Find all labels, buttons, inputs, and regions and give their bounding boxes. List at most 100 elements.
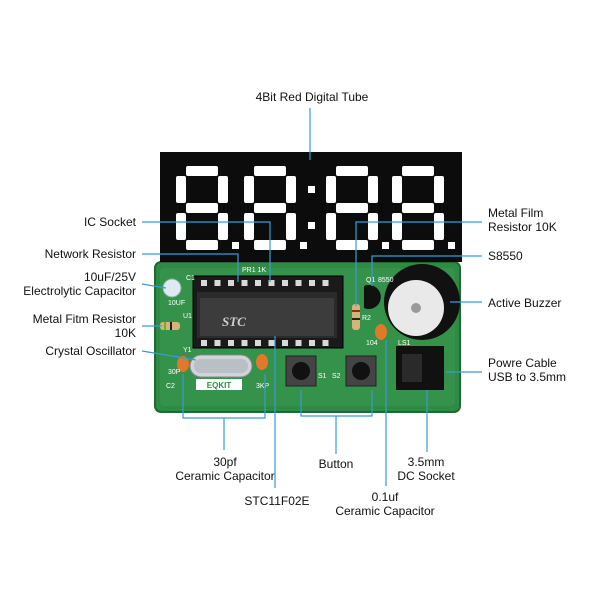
digit-4-segment [434,176,444,203]
label-mcu: STC11F02E [244,494,310,508]
ic-socket-pin [282,340,288,346]
label-metal-film: Metal Film Resistor 10K [488,206,557,234]
silk-30p: 30P [168,369,181,376]
digit-2-segment [286,213,296,240]
ic-socket-pin [255,340,261,346]
digit-2-segment [254,203,286,213]
ic-socket-pin [214,280,221,286]
line-crystal [141,350,197,361]
digit-4-segment [392,213,402,240]
ic-socket-pin [228,280,234,286]
digit-3-segment [368,176,378,203]
label-s8550: S8550 [488,249,523,263]
digit-4-decimal-point [448,242,455,249]
ic-socket-pin [268,280,275,286]
digit-1-segment [176,213,186,240]
line-ic-socket [142,221,271,282]
digit-4-segment [434,213,444,240]
digital-tube [160,152,462,262]
label-digital-tube: 4Bit Red Digital Tube [255,90,369,104]
digit-3-segment [336,203,368,213]
metal-fitm-resistor [160,322,180,330]
digit-1-segment [186,166,218,176]
ic-socket-pin [322,340,329,346]
brand-logo: EQKIT [196,379,242,390]
label-power: Powre Cable USB to 3.5mm [488,356,567,384]
silk-ls1: LS1 [398,340,411,347]
digit-2-segment [244,213,254,240]
digit-3-segment [368,213,378,240]
label-network-resistor: Network Resistor [44,247,136,261]
digit-4-segment [402,240,434,250]
ic-socket-pin [309,340,315,346]
crystal-oscillator [189,354,253,378]
digit-4-segment [402,166,434,176]
metal-film-resistor [352,304,360,330]
ic-socket-pin [322,280,329,286]
digit-2-segment [254,166,286,176]
callout-lines [141,108,482,488]
silk-104: 104 [366,340,378,347]
digit-1-segment [176,176,186,203]
silk-y1: Y1 [183,347,192,354]
silk-c2: C2 [166,383,175,390]
label-dc-socket: 3.5mm DC Socket [397,455,455,483]
brand-text: EQKIT [207,381,232,390]
ic-socket-pin [201,280,207,286]
digit-1-segment [218,213,228,240]
digit-2-segment [244,176,254,203]
dc-socket [396,346,444,390]
transistor-s8550 [364,285,381,309]
silk-10uf: 10UF [168,300,185,307]
label-metal-fitm: Metal Fitm Resistor 10K [32,312,136,340]
digit-3-segment [336,240,368,250]
ic-socket-pin [255,280,261,286]
digit-3-segment [326,213,336,240]
digit-3-segment [336,166,368,176]
silk-8550: 8550 [378,277,394,284]
line-s8550 [371,255,482,286]
mcu-chip: STC [200,298,334,336]
ic-socket-pin [295,340,302,346]
digit-1-decimal-point [232,242,239,249]
ic-socket-pin [201,340,207,346]
button-s2 [345,355,377,387]
digit-2-decimal-point [300,242,307,249]
label-crystal: Crystal Oscillator [45,344,136,358]
digit-1-segment [186,240,218,250]
silk-s1: S1 [318,373,327,380]
digit-4-segment [402,203,434,213]
label-ic-socket: IC Socket [83,215,136,229]
silk-q1: Q1 [366,277,375,284]
label-ceramic-30pf: 30pf Ceramic Capacitor [175,455,275,483]
ceramic-capacitors-30pf [177,354,268,372]
ic-socket-pin [241,280,248,286]
label-electrolytic: 10uF/25V Electrolytic Capacitor [23,270,136,298]
active-buzzer [384,264,460,340]
digit-3-segment [326,176,336,203]
ic-socket-pin [309,280,315,286]
chip-text: STC [222,314,246,329]
ic-socket-pin [228,340,234,346]
label-ceramic-01uf: 0.1uf Ceramic Capacitor [335,490,435,518]
silkscreen: C1 PR1 1K 10UF U1 Y1 C2 30P 3KP S1 S2 Q1… [166,267,411,390]
colon-dot-bottom [308,222,315,229]
digit-4-segment [392,176,402,203]
digit-1-segment [218,176,228,203]
button-s1 [285,355,317,387]
ic-socket-pin [241,340,248,346]
ic-socket-pin [214,340,221,346]
ic-socket-pin [295,280,302,286]
digit-2-segment [286,176,296,203]
line-electrolytic [141,283,167,289]
colon-dot-top [308,186,315,193]
ceramic-capacitor-01uf [375,324,387,340]
digit-3-decimal-point [382,242,389,249]
label-button: Button [318,457,354,471]
digit-1-segment [186,203,218,213]
silk-3kp: 3KP [256,383,270,390]
silk-s2: S2 [332,373,341,380]
silk-r2: R2 [362,315,371,322]
silk-u1: U1 [183,313,192,320]
